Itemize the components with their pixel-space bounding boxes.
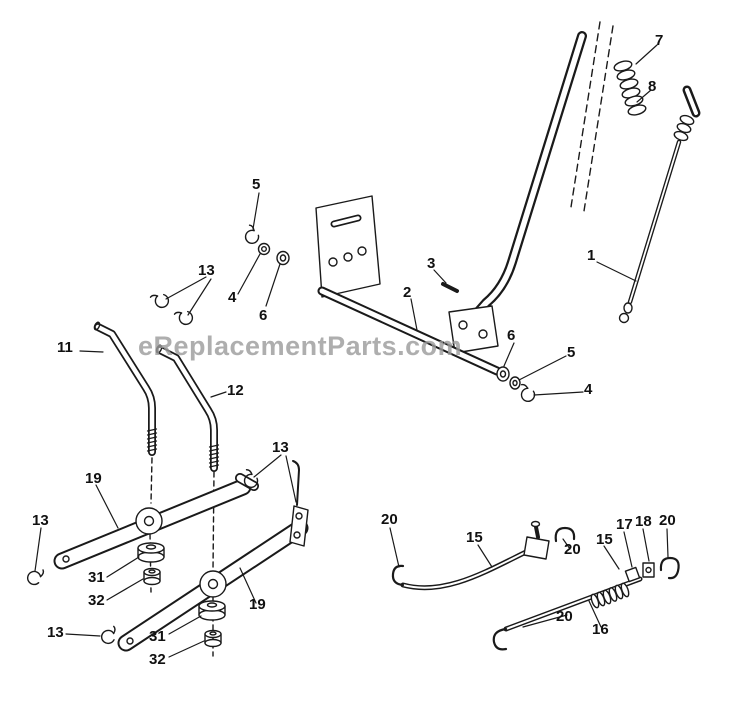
spring-7: [613, 60, 647, 116]
pulley-31-upper: [137, 542, 165, 563]
part-callout: 20: [381, 511, 398, 528]
lift-arm-19-lower: [117, 460, 309, 652]
part-callout: 2: [403, 284, 412, 301]
hook-20-right: [659, 556, 680, 580]
lever-12-threads: [208, 444, 220, 468]
part-callout: 11: [57, 339, 73, 356]
part-callout: 15: [466, 529, 483, 546]
cable-1: [618, 85, 701, 324]
lever-12: [155, 344, 220, 472]
mount-plate: [315, 195, 381, 298]
hook-20-bracket: [554, 526, 576, 543]
part-callout: 8: [648, 78, 657, 95]
part-callout: 15: [596, 531, 613, 548]
pin-3: [441, 282, 459, 293]
lever-11: [93, 321, 158, 456]
part-callout: 31: [149, 628, 166, 645]
nut-17: [624, 566, 641, 583]
part-callout: 32: [149, 651, 166, 668]
part-callout: 20: [556, 608, 573, 625]
trunnion-18: [642, 562, 655, 578]
part-callout: 32: [88, 592, 105, 609]
pulley-31-lower: [198, 600, 226, 621]
part-callout: 13: [47, 624, 64, 641]
part-callout: 13: [198, 262, 215, 279]
spring-16: [590, 582, 630, 609]
part-callout: 6: [259, 307, 268, 324]
fasteners-left: [239, 223, 290, 266]
part-callout: 3: [427, 255, 436, 272]
alignment-dashes: [570, 21, 614, 212]
lever-11-threads: [146, 428, 158, 452]
fasteners-right: [496, 366, 538, 404]
part-callout: 4: [228, 289, 237, 306]
spacer-32-lower: [204, 629, 222, 648]
clips-13-upper: [149, 290, 195, 328]
part-callout: 5: [252, 176, 261, 193]
part-callout: 12: [227, 382, 244, 399]
spacer-32-upper: [143, 567, 161, 586]
part-callout: 19: [249, 596, 266, 613]
part-callout: 13: [272, 439, 289, 456]
part-callout: 7: [655, 32, 664, 49]
part-callout: 16: [592, 621, 609, 638]
lift-arm-19-upper: [53, 473, 259, 570]
part-callout: 31: [88, 569, 105, 586]
part-callout: 6: [507, 327, 516, 344]
part-callout: 20: [659, 512, 676, 529]
pivot-bracket: [448, 305, 499, 354]
part-callout: 13: [32, 512, 49, 529]
part-callout: 5: [567, 344, 576, 361]
part-callout: 1: [587, 247, 596, 264]
shaft-2: [317, 286, 502, 376]
lift-lever: [459, 31, 587, 333]
part-callout: 20: [564, 541, 581, 558]
leader-lines: [34, 44, 669, 658]
link-rod-15: [391, 520, 550, 591]
part-callout: 4: [584, 381, 593, 398]
part-callout: 19: [85, 470, 102, 487]
part-callout: 18: [635, 513, 652, 530]
part-callout: 17: [616, 516, 633, 533]
lift-link-16: [492, 562, 655, 651]
